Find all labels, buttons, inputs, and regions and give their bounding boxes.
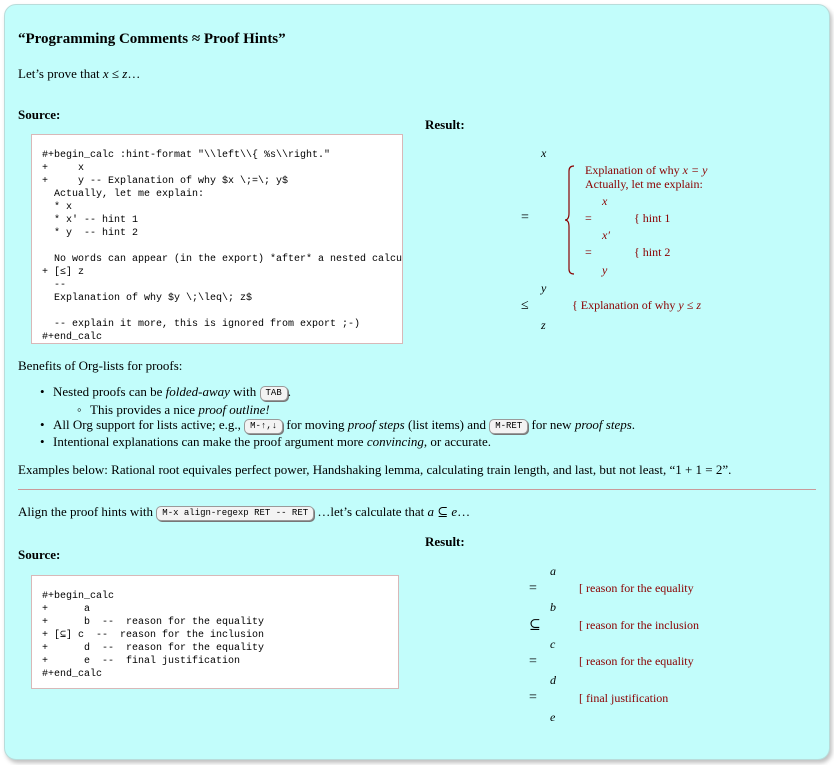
benefit-sub-text: This provides a nice [90, 402, 199, 417]
intro-prefix: Let’s prove that [18, 66, 103, 81]
divider [18, 489, 816, 490]
result-label-1: Result: [425, 117, 465, 132]
source-code-1: #+begin_calc :hint-format "\\left\\{ %s\… [42, 150, 403, 343]
result-var-a: a [550, 564, 556, 578]
source-label-1: Source: [18, 107, 61, 122]
ret-key: M-RET [489, 419, 529, 434]
intro-line: Let’s prove that x ≤ z… [18, 66, 140, 82]
result-rel-3: = [529, 654, 537, 669]
source-code-block-1: #+begin_calc :hint-format "\\left\\{ %s\… [31, 134, 403, 344]
tab-key: TAB [259, 386, 288, 401]
align-text2: …let’s calculate that [314, 504, 428, 519]
intro-math: x ≤ z [102, 66, 128, 81]
result-label-2: Result: [425, 534, 465, 549]
benefit-3-em: convincing [366, 434, 424, 449]
result-z: z [541, 318, 546, 332]
result-hint-1: [ reason for the equality [579, 581, 694, 595]
page-title: “Programming Comments ≈ Proof Hints” [18, 31, 286, 47]
benefit-1-text3: . [287, 384, 291, 399]
inner-x: x [602, 194, 608, 208]
result-y: y [541, 281, 547, 295]
hint-3: { Explanation of why y ≤ z [572, 298, 701, 313]
benefit-sub-em: proof outline! [198, 402, 270, 417]
benefit-item-3: Intentional explanations can make the pr… [53, 434, 491, 450]
result-var-e: e [550, 710, 556, 724]
hint-3-math: y ≤ z [678, 298, 701, 312]
benefit-2-text2: for moving [283, 417, 348, 432]
result-rel-1: = [529, 581, 537, 596]
benefit-2-em1: proof steps [347, 417, 405, 432]
source-code-block-2: #+begin_calc + a + b -- reason for the e… [31, 575, 399, 689]
result-le: ≤ [521, 298, 529, 313]
benefit-2-text5: . [631, 417, 636, 432]
align-line: Align the proof hints with M-x align-reg… [18, 504, 470, 521]
result-eq: = [521, 210, 529, 225]
benefits-heading: Benefits of Org-lists for proofs: [18, 358, 183, 373]
inner-eq-1: = [585, 211, 592, 225]
benefit-2-em2: proof steps [574, 417, 632, 432]
benefit-2-text: All Org support for lists active; e.g., [53, 417, 245, 432]
inner-hint-1: { hint 1 [634, 211, 671, 225]
result-var-b: b [550, 600, 556, 614]
inner-x-prime: x′ [602, 228, 610, 242]
inner-eq-2: = [585, 245, 592, 259]
result-hint-3: [ reason for the equality [579, 654, 694, 668]
align-text3: … [457, 504, 471, 519]
result-hint-2: [ reason for the inclusion [579, 618, 699, 632]
benefit-1-text2: with [229, 384, 260, 399]
inner-y: y [602, 263, 608, 277]
benefit-item-1: Nested proofs can be folded-away with TA… [53, 384, 291, 401]
result-rel-2: ⊆ [529, 618, 541, 633]
benefit-1-text: Nested proofs can be [53, 384, 166, 399]
result-var-d: d [550, 673, 556, 687]
result-x: x [541, 146, 547, 160]
align-key: M-x align-regexp RET -- RET [156, 506, 315, 521]
hint-brace [564, 165, 575, 275]
benefit-item-2: All Org support for lists active; e.g., … [53, 417, 635, 434]
hint-line-1-math: x = y [682, 163, 708, 177]
benefit-2-text3: (list items) and [404, 417, 490, 432]
benefit-3-text: Intentional explanations can make the pr… [53, 434, 367, 449]
hint-line-2: Actually, let me explain: [585, 177, 703, 191]
content-card: “Programming Comments ≈ Proof Hints” Let… [4, 4, 830, 760]
result-hint-4: [ final justification [579, 691, 669, 705]
benefit-3-text2: , or accurate. [423, 434, 491, 449]
hint-3-text: { Explanation of why [572, 298, 679, 312]
result-var-c: c [550, 637, 556, 651]
align-text: Align the proof hints with [18, 504, 157, 519]
source-code-2: #+begin_calc + a + b -- reason for the e… [42, 591, 265, 680]
left-brace-icon [564, 165, 575, 275]
align-math: a ⊆ e [427, 504, 458, 519]
benefit-subitem-1: This provides a nice proof outline! [90, 402, 270, 418]
intro-suffix: … [127, 66, 141, 81]
hint-line-1: Explanation of why x = y [585, 163, 707, 178]
benefit-1-em: folded-away [165, 384, 230, 399]
result-rel-4: = [529, 690, 537, 705]
source-label-2: Source: [18, 547, 61, 562]
examples-line: Examples below: Rational root equivales … [18, 462, 732, 477]
hint-line-1-text: Explanation of why [585, 163, 683, 177]
inner-hint-2: { hint 2 [634, 245, 671, 259]
benefit-2-text4: for new [528, 417, 575, 432]
move-key: M-↑,↓ [244, 419, 284, 434]
